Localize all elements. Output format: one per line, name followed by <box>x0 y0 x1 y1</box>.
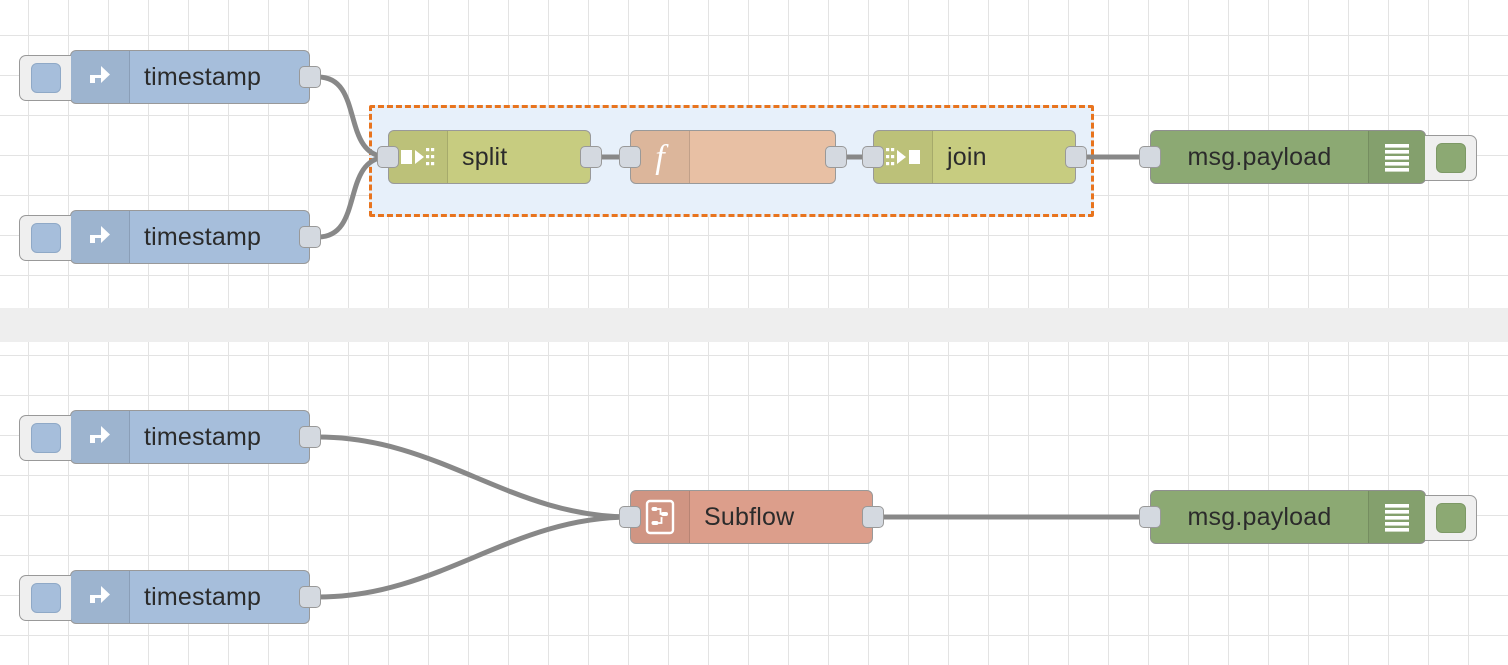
wire-inject3-to-subflow <box>315 434 633 520</box>
node-label: timestamp <box>144 62 262 91</box>
inject-arrow-icon <box>71 571 130 623</box>
debug-toggle-indicator <box>1435 503 1466 533</box>
node-label: timestamp <box>144 582 262 611</box>
input-port[interactable] <box>619 146 641 168</box>
output-port[interactable] <box>299 426 321 448</box>
output-port[interactable] <box>299 226 321 248</box>
inject-arrow-icon <box>71 411 130 463</box>
input-port[interactable] <box>619 506 641 528</box>
svg-text:f: f <box>655 139 669 176</box>
input-port[interactable] <box>1139 506 1161 528</box>
node-subflow[interactable]: Subflow <box>619 490 884 544</box>
node-split[interactable]: split <box>377 130 602 184</box>
node-label: timestamp <box>144 222 262 251</box>
node-label: split <box>462 142 508 171</box>
input-port[interactable] <box>862 146 884 168</box>
node-label: msg.payload <box>1187 502 1332 531</box>
output-port[interactable] <box>825 146 847 168</box>
flow-separator <box>0 308 1508 342</box>
debug-toggle-button[interactable] <box>1425 135 1477 181</box>
inject-button[interactable] <box>19 55 71 101</box>
output-port[interactable] <box>299 586 321 608</box>
output-port[interactable] <box>299 66 321 88</box>
node-inject-timestamp-2[interactable]: timestamp <box>19 210 321 264</box>
node-inject-timestamp-4[interactable]: timestamp <box>19 570 321 624</box>
inject-arrow-icon <box>71 51 130 103</box>
output-port[interactable] <box>862 506 884 528</box>
inject-button-indicator <box>30 423 61 453</box>
inject-button-indicator <box>30 583 61 613</box>
node-label: join <box>947 142 987 171</box>
node-label: Subflow <box>704 502 795 531</box>
wire-inject4-to-subflow <box>315 514 633 600</box>
output-port[interactable] <box>1065 146 1087 168</box>
debug-toggle-indicator <box>1435 143 1466 173</box>
inject-button-indicator <box>30 223 61 253</box>
inject-button[interactable] <box>19 215 71 261</box>
node-inject-timestamp-1[interactable]: timestamp <box>19 50 321 104</box>
inject-button[interactable] <box>19 575 71 621</box>
debug-toggle-button[interactable] <box>1425 495 1477 541</box>
node-label: timestamp <box>144 422 262 451</box>
inject-arrow-icon <box>71 211 130 263</box>
node-debug-2[interactable]: msg.payload <box>1139 490 1477 544</box>
node-label: msg.payload <box>1187 142 1332 171</box>
debug-lines-icon <box>1368 491 1425 543</box>
inject-button[interactable] <box>19 415 71 461</box>
node-inject-timestamp-3[interactable]: timestamp <box>19 410 321 464</box>
node-join[interactable]: join <box>862 130 1087 184</box>
output-port[interactable] <box>580 146 602 168</box>
debug-lines-icon <box>1368 131 1425 183</box>
input-port[interactable] <box>377 146 399 168</box>
inject-button-indicator <box>30 63 61 93</box>
node-debug-1[interactable]: msg.payload <box>1139 130 1477 184</box>
input-port[interactable] <box>1139 146 1161 168</box>
node-function[interactable]: f <box>619 130 847 184</box>
